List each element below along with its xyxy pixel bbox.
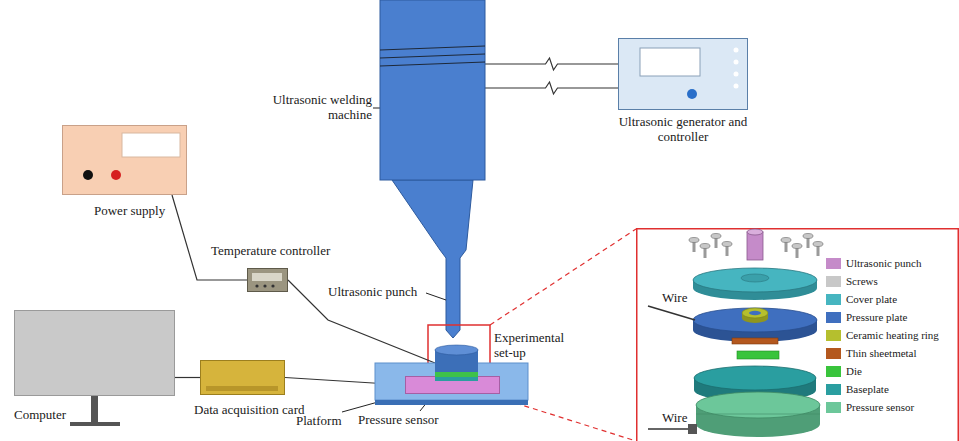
wire (172, 195, 247, 280)
legend-swatch (826, 276, 841, 287)
leader-line (426, 293, 446, 300)
legend-row: Thin sheetmetal (826, 347, 954, 361)
legend-swatch (826, 294, 841, 305)
legend-swatch (826, 330, 841, 341)
legend-row: Pressure plate (826, 311, 954, 325)
legend-row: Ultrasonic punch (826, 257, 954, 271)
legend-text: Screws (846, 275, 878, 288)
node-label: Computer (14, 407, 66, 422)
legend-swatch (826, 366, 841, 377)
node-label: Data acquisition card (194, 402, 304, 417)
legend-row: Screws (826, 275, 954, 289)
legend-swatch (826, 348, 841, 359)
legend-row: Pressure sensor (826, 401, 954, 415)
legend-row: Baseplate (826, 383, 954, 397)
legend-swatch (826, 402, 841, 413)
shape (200, 360, 285, 395)
legend-swatch (826, 312, 841, 323)
shape (62, 125, 187, 195)
horn (392, 180, 473, 338)
platform: PlatformPressure sensorExperimental set-… (375, 363, 528, 405)
legend-text: Baseplate (846, 383, 889, 396)
node-label: Ultrasonic welding machine (252, 92, 372, 122)
wire (485, 58, 618, 70)
ultrasonic-generator: Ultrasonic generator and controller (618, 38, 748, 110)
pressure-sensor: Pressure sensorExperimental set-up (405, 376, 500, 394)
shape (380, 0, 485, 180)
node-label: Pressure sensor (358, 412, 439, 427)
temperature-controller: Temperature controller (247, 268, 288, 292)
legend-row: Ceramic heating ring (826, 329, 954, 343)
exploded-view (648, 229, 823, 437)
leader-line (373, 108, 380, 109)
detail-frame (637, 229, 959, 441)
shape (247, 268, 288, 292)
node-label: Experimental set-up (494, 330, 574, 360)
shape (618, 38, 748, 110)
wire (485, 82, 618, 94)
wire (175, 377, 200, 378)
experimental-set-up: Experimental set-up (435, 345, 478, 381)
part-label: Ultrasonic punch (328, 284, 417, 299)
legend-row: Cover plate (826, 293, 954, 307)
computer: Computer (14, 310, 175, 430)
legend-text: Ceramic heating ring (846, 329, 939, 342)
shape (435, 345, 478, 381)
legend-text: Die (846, 365, 862, 378)
part-label: Wire (662, 290, 687, 305)
part-label: Wire (662, 410, 687, 425)
data-acquisition-card: Data acquisition card (200, 360, 285, 395)
legend-swatch (826, 258, 841, 269)
callout-line (490, 229, 636, 325)
legend-text: Cover plate (846, 293, 897, 306)
node-label: Temperature controller (211, 243, 330, 258)
legend-text: Thin sheetmetal (846, 347, 917, 360)
legend-text: Ultrasonic punch (846, 257, 921, 270)
legend-row: Die (826, 365, 954, 379)
legend-swatch (826, 384, 841, 395)
legend-text: Pressure plate (846, 311, 907, 324)
node-label: Power supply (94, 203, 165, 218)
welding-machine: Ultrasonic welding machine (380, 0, 485, 180)
wire (288, 280, 435, 363)
leader-line (342, 402, 378, 412)
power-supply: Power supply (62, 125, 187, 195)
node-label: Platform (296, 413, 342, 428)
node-label: Ultrasonic generator and controller (603, 114, 763, 144)
legend-text: Pressure sensor (846, 401, 914, 414)
